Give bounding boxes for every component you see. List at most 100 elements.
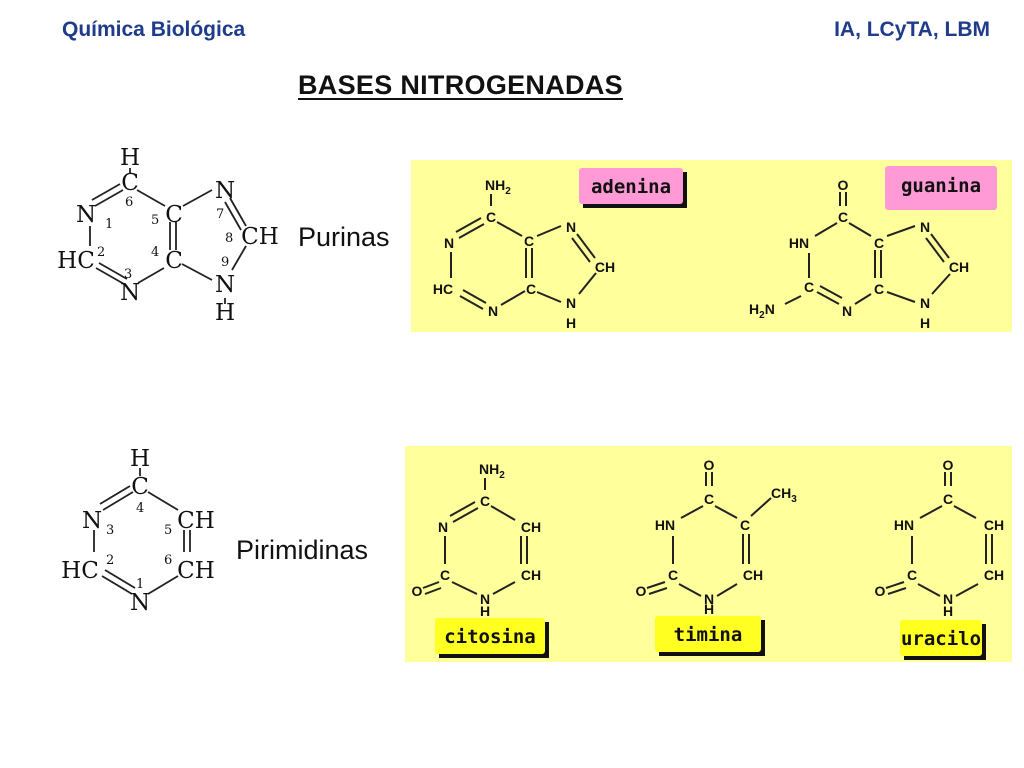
uracil-o4: O [943, 457, 954, 473]
cytosine-c4: C [480, 493, 490, 509]
pyr-number-2: 2 [106, 553, 114, 568]
ring-number-2: 2 [97, 245, 105, 260]
adenine-ch8: CH [595, 259, 615, 275]
guanine-n9: N [920, 295, 930, 311]
thymine-h1: H [704, 601, 714, 617]
uracil-hn3: HN [894, 517, 914, 533]
cytosine-name: citosina [444, 626, 536, 648]
atom-h-top: H [120, 145, 140, 171]
thymine-name: timina [674, 624, 743, 646]
adenine-n9: N [566, 295, 576, 311]
ring-number-5: 5 [151, 213, 159, 228]
adenine-name: adenina [591, 176, 671, 198]
atom-n1: N [76, 202, 96, 228]
atom-c6: C [121, 170, 139, 196]
adenine-tag [579, 168, 683, 204]
pyrimidines-panel: citosina NH2 C N CH CH C O N H [405, 446, 1012, 662]
adenine-n1: N [444, 235, 454, 251]
guanine-structure: guanina O C HN C N CH C C [749, 166, 997, 331]
purine-skeleton-structure: H C N HC N C C N CH N H 1 2 3 4 5 6 7 8 … [57, 145, 279, 326]
atom-ch8: CH [241, 224, 279, 250]
thymine-ch3: CH3 [771, 485, 797, 505]
cytosine-n3: N [438, 519, 448, 535]
ring-number-9: 9 [221, 255, 229, 270]
thymine-hn3: HN [655, 517, 675, 533]
pyrimidines-label: Pirimidinas [236, 535, 369, 565]
adenine-hc2: HC [433, 281, 453, 297]
uracil-c4: C [943, 491, 953, 507]
guanine-tag [885, 166, 997, 210]
ring-number-4: 4 [151, 245, 159, 260]
guanine-n7: N [920, 219, 930, 235]
pyr-atom-h-top: H [130, 446, 150, 472]
adenine-bonds [450, 194, 597, 310]
adenine-n7: N [566, 219, 576, 235]
uracil-name: uracilo [901, 628, 981, 650]
purines-label: Purinas [298, 222, 390, 252]
slide-title: BASES NITROGENADAS [298, 70, 623, 100]
pyr-atom-ch5: CH [177, 508, 215, 534]
thymine-tag [655, 616, 761, 652]
atom-h-bottom: H [215, 300, 235, 326]
thymine-c4: C [704, 491, 714, 507]
guanine-o: O [838, 177, 849, 193]
adenine-nh2: NH2 [485, 177, 511, 197]
pyr-number-1: 1 [136, 577, 144, 592]
pyr-atom-hc2: HC [61, 558, 99, 584]
uracil-ch5: CH [984, 517, 1004, 533]
cytosine-structure: citosina NH2 C N CH CH C O N H [412, 461, 549, 658]
ring-number-6: 6 [125, 195, 133, 210]
uracil-structure: uracilo O C HN CH C O CH N H [875, 457, 1004, 660]
uracil-o2: O [875, 583, 886, 599]
guanine-c2: C [804, 279, 814, 295]
uracil-h1: H [943, 603, 953, 619]
pyr-number-3: 3 [106, 523, 114, 538]
thymine-ch6: CH [743, 567, 763, 583]
thymine-structure: timina O C CH3 HN C C O CH N H [636, 457, 797, 656]
thymine-c5: C [740, 517, 750, 533]
pyr-number-4: 4 [136, 501, 144, 516]
cytosine-c2: C [440, 567, 450, 583]
cytosine-bonds [422, 478, 528, 595]
atom-hc2: HC [57, 248, 95, 274]
ring-number-3: 3 [124, 267, 132, 282]
thymine-o2: O [636, 583, 647, 599]
guanine-hn1: HN [789, 235, 809, 251]
atom-n3: N [120, 280, 140, 306]
pyr-atom-n1: N [130, 590, 150, 616]
pyr-atom-ch6: CH [177, 558, 215, 584]
ring-number-8: 8 [225, 231, 233, 246]
guanine-c4: C [874, 281, 884, 297]
adenine-c5: C [524, 233, 534, 249]
uracil-c2: C [907, 567, 917, 583]
cytosine-nh2: NH2 [479, 461, 505, 481]
header-course: Química Biológica [62, 18, 246, 41]
guanine-h9: H [920, 315, 930, 331]
cytosine-tag [435, 618, 545, 654]
purines-panel: adenina NH2 C N C N CH HC C [411, 160, 1012, 332]
adenine-c4: C [526, 281, 536, 297]
adenine-h9: H [566, 315, 576, 331]
pyr-number-6: 6 [164, 553, 172, 568]
thymine-o4: O [704, 457, 715, 473]
atom-n9: N [215, 272, 235, 298]
pyr-number-5: 5 [164, 523, 172, 538]
thymine-n1: N [704, 591, 714, 607]
guanine-c5: C [874, 235, 884, 251]
ring-number-1: 1 [105, 217, 113, 232]
header-degrees: IA, LCyTA, LBM [834, 18, 990, 41]
uracil-tag [900, 620, 982, 656]
guanine-c6: C [838, 209, 848, 225]
uracil-bonds [885, 472, 993, 597]
guanine-name: guanina [901, 175, 981, 197]
guanine-ch8: CH [949, 259, 969, 275]
atom-n7: N [215, 178, 235, 204]
ring-number-7: 7 [216, 207, 224, 222]
cytosine-n1: N [480, 591, 490, 607]
guanine-h2n: H2N [749, 301, 775, 321]
adenine-n3: N [488, 303, 498, 319]
uracil-n1: N [943, 591, 953, 607]
pyr-atom-n3: N [82, 508, 102, 534]
cytosine-h1: H [480, 603, 490, 619]
adenine-structure: adenina NH2 C N C N CH HC C [433, 168, 687, 331]
